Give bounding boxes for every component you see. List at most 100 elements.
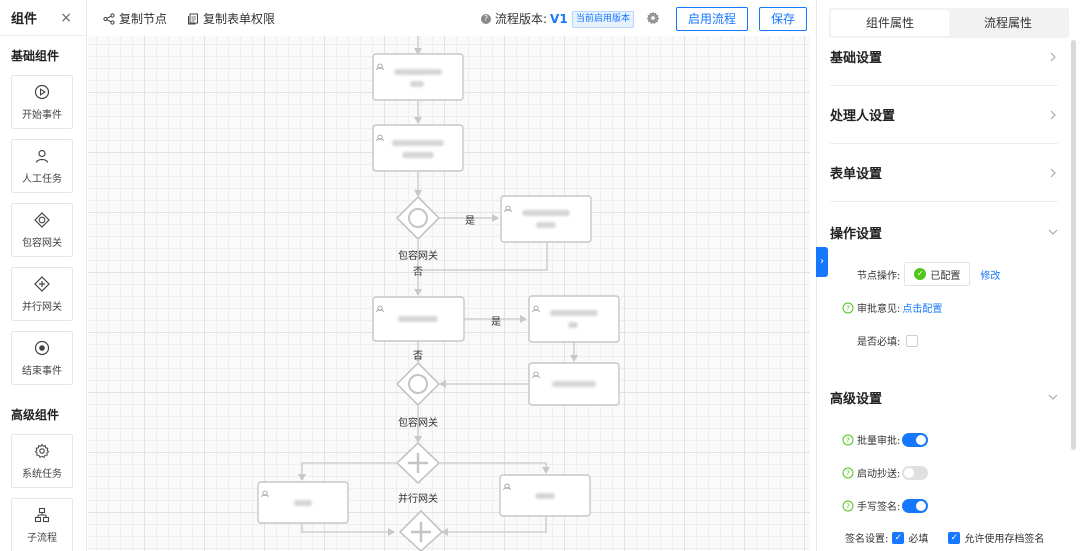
version-value: V1 — [550, 11, 568, 26]
copy-form-permission-label: 复制表单权限 — [203, 12, 276, 26]
required-checkbox[interactable] — [906, 334, 919, 347]
help-circle-icon[interactable]: ? — [842, 302, 854, 314]
signature-settings-label: 签名设置: — [845, 534, 889, 545]
component-label: 结束事件 — [22, 365, 62, 377]
handwritten-signature-label: 手写签名: — [857, 502, 901, 513]
copy-form-permission-button[interactable]: 复制表单权限 — [187, 10, 275, 27]
task-node[interactable] — [372, 53, 464, 101]
chevron-down-icon — [1048, 229, 1058, 235]
copy-icon — [188, 13, 198, 24]
chevron-right-icon — [1050, 52, 1056, 61]
required-signature-label: 必填 — [908, 534, 929, 545]
basic-group-title: 基础组件 — [11, 49, 60, 63]
parallel-gateway-node[interactable] — [398, 509, 444, 551]
component-end-event[interactable]: 结束事件 — [11, 331, 73, 385]
svg-text:?: ? — [846, 502, 850, 510]
component-label: 人工任务 — [22, 173, 62, 185]
chevron-right-icon — [1050, 110, 1056, 119]
component-label: 包容网关 — [22, 237, 62, 249]
question-icon: ? — [481, 13, 491, 24]
component-subprocess[interactable]: 子流程 — [11, 498, 73, 551]
tab-process-properties[interactable]: 流程属性 — [983, 16, 1032, 30]
gateway-label: 包容网关 — [398, 418, 438, 429]
flow-canvas[interactable]: 是 包容网关 否 是 否 包容网关 并行网关 — [88, 36, 810, 551]
configured-text: 已配置 — [930, 270, 961, 282]
close-icon[interactable]: × — [60, 9, 72, 26]
edge-label-no: 否 — [413, 351, 423, 362]
component-inclusive-gateway[interactable]: 包容网关 — [11, 203, 73, 257]
copy-node-button[interactable]: 复制节点 — [103, 10, 167, 27]
component-start-event[interactable]: 开始事件 — [11, 75, 73, 129]
enable-process-button[interactable]: 启用流程 — [676, 7, 748, 31]
blurred-node-text — [410, 81, 424, 87]
section-title: 高级设置 — [830, 391, 883, 407]
tab-component-properties[interactable]: 组件属性 — [831, 10, 949, 36]
component-parallel-gateway[interactable]: 并行网关 — [11, 267, 73, 321]
required-signature-checkbox[interactable]: ✓ — [892, 531, 905, 544]
section-operation-settings[interactable]: 操作设置 — [830, 203, 1058, 261]
blurred-node-text — [536, 222, 556, 228]
stop-circle-icon — [34, 340, 50, 355]
help-circle-icon[interactable]: ? — [842, 434, 854, 446]
node-operation-label: 节点操作: — [857, 270, 901, 282]
component-label: 系统任务 — [22, 468, 62, 480]
handwritten-signature-row: ? 手写签名: — [842, 498, 929, 513]
version-label: 流程版本: — [495, 12, 548, 26]
check-circle-icon: ✓ — [914, 268, 927, 280]
blurred-node-text — [550, 310, 598, 316]
blurred-node-text — [394, 69, 442, 75]
component-human-task[interactable]: 人工任务 — [11, 139, 73, 193]
save-button[interactable]: 保存 — [759, 7, 807, 31]
svg-text:?: ? — [846, 436, 850, 444]
approval-opinion-label: 审批意见: — [857, 304, 901, 315]
component-panel-title: 组件 — [11, 12, 38, 27]
batch-approve-row: ? 批量审批: — [842, 432, 929, 447]
task-node[interactable] — [528, 295, 620, 343]
properties-scrollbar[interactable] — [1071, 40, 1076, 450]
toolbar: 复制节点 复制表单权限 ? 流程版本: V1 当前启用版本 启用流程 保存 — [88, 0, 815, 36]
version-settings-gear-icon[interactable] — [646, 11, 660, 25]
help-circle-icon[interactable]: ? — [842, 500, 854, 512]
start-cc-row: ? 启动抄送: — [842, 465, 929, 480]
blurred-node-text — [398, 316, 438, 322]
panel-collapse-handle[interactable]: › — [816, 247, 828, 277]
task-node[interactable] — [500, 195, 592, 243]
task-node[interactable] — [372, 124, 464, 172]
help-circle-icon[interactable]: ? — [842, 467, 854, 479]
blurred-node-text — [568, 322, 578, 328]
current-version-badge: 当前启用版本 — [572, 11, 635, 28]
click-config-link[interactable]: 点击配置 — [902, 304, 943, 315]
section-basic-settings[interactable]: 基础设置 — [830, 28, 1058, 86]
component-label: 开始事件 — [22, 109, 62, 121]
batch-approve-toggle[interactable] — [902, 432, 929, 447]
edge-label-yes: 是 — [465, 216, 475, 227]
component-panel: 组件 × 基础组件 开始事件 人工任务 包容网关 并行网关 结束事件 高级组件 … — [0, 0, 87, 551]
signature-settings-row: 签名设置: ✓ 必填 ✓ 允许使用存档签名 — [845, 530, 1044, 545]
section-advanced-settings[interactable]: 高级设置 — [830, 368, 1058, 426]
allow-archive-checkbox[interactable]: ✓ — [948, 531, 961, 544]
modify-link[interactable]: 修改 — [980, 270, 1001, 282]
chevron-right-icon — [1050, 168, 1056, 177]
section-handler-settings[interactable]: 处理人设置 — [830, 86, 1058, 144]
handwritten-signature-toggle[interactable] — [902, 498, 929, 513]
start-cc-toggle[interactable] — [902, 465, 929, 480]
diamond-circle-icon — [34, 211, 50, 228]
blurred-node-text — [402, 152, 434, 158]
section-title: 基础设置 — [830, 51, 883, 66]
gateway-label: 并行网关 — [398, 494, 438, 505]
inclusive-gateway-node[interactable] — [395, 195, 441, 241]
gateway-label: 包容网关 — [398, 251, 438, 262]
chevron-down-icon — [1048, 394, 1058, 400]
copy-node-label: 复制节点 — [119, 12, 168, 26]
configured-tag: ✓ 已配置 — [904, 262, 971, 286]
blurred-node-text — [552, 381, 596, 387]
component-system-task[interactable]: 系统任务 — [11, 434, 73, 488]
blurred-node-text — [522, 210, 570, 216]
inclusive-gateway-node[interactable] — [395, 361, 441, 407]
component-label: 子流程 — [27, 532, 57, 544]
parallel-gateway-node[interactable] — [395, 441, 441, 485]
hierarchy-icon — [34, 507, 50, 522]
required-label: 是否必填: — [857, 337, 901, 348]
section-form-settings[interactable]: 表单设置 — [830, 144, 1058, 202]
